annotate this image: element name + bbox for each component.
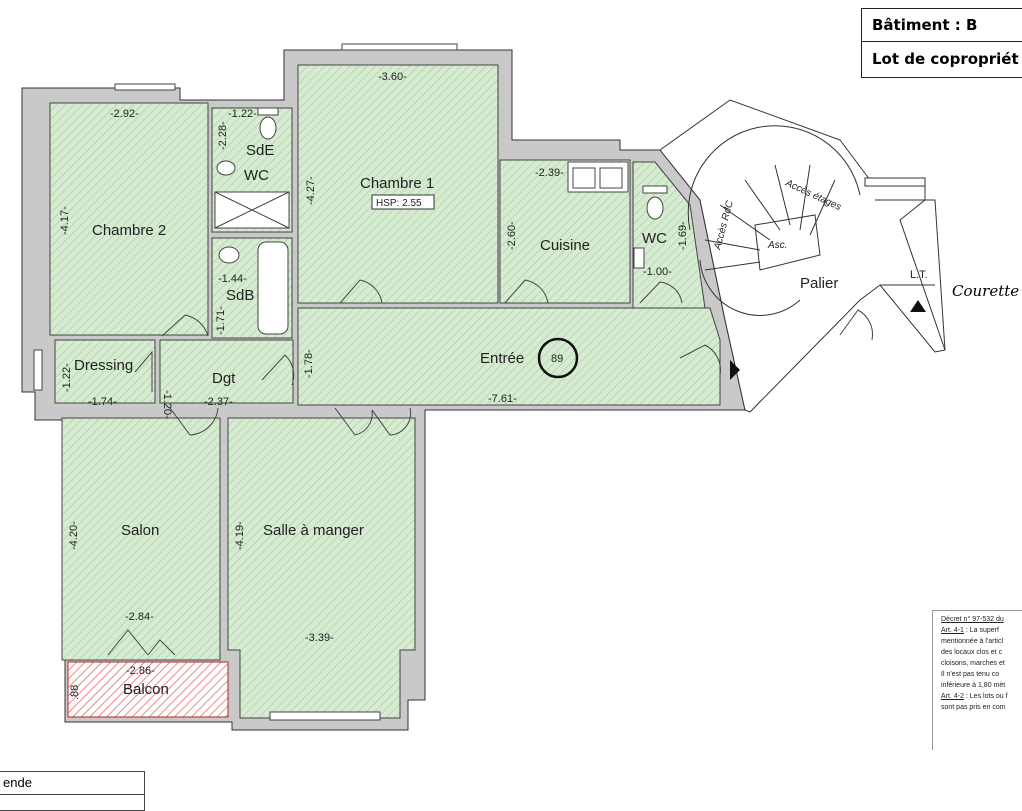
- label-balcon: Balcon: [123, 681, 169, 698]
- dim-label: -1.74-: [88, 396, 117, 408]
- dim-label: -4.19-: [234, 521, 246, 550]
- dim-label: -2.84-: [125, 611, 154, 623]
- room-dgt: [159, 339, 294, 404]
- label-entree: Entrée: [480, 350, 524, 367]
- dim-label: -3.60-: [378, 71, 407, 83]
- room-dressing: [54, 339, 156, 404]
- decret-line: Il n'est pas tenu co: [941, 671, 1000, 678]
- lot-label: Lot de copropriét: [872, 50, 1019, 68]
- toilet-icon: [646, 196, 664, 220]
- decret-art-41: Art. 4-1: [941, 627, 964, 634]
- elevator-icon: [754, 214, 821, 271]
- dim-label: -2.60-: [506, 221, 518, 250]
- dim-label: -2.39-: [535, 167, 564, 179]
- dim-label: -1.69-: [677, 221, 689, 250]
- label-lt: L.T.: [910, 269, 928, 281]
- dim-label: -1.22-: [61, 363, 73, 392]
- label-palier: Palier: [800, 275, 838, 292]
- label-dgt: Dgt: [212, 370, 236, 387]
- decret-text: : Les lots ou f: [963, 693, 1008, 700]
- windows: [33, 43, 458, 721]
- room-labels: Chambre 2 SdE WC SdB Chambre 1 HSP: 2.55…: [74, 142, 928, 698]
- label-sdb: SdB: [226, 287, 254, 304]
- label-chambre-1: Chambre 1: [360, 175, 434, 192]
- lot-box: Lot de copropriét: [861, 41, 1022, 78]
- toilet-icon: [259, 116, 277, 140]
- dim-label: -1.20-: [161, 390, 173, 419]
- arrows: [730, 300, 926, 380]
- fixtures: [214, 107, 668, 335]
- label-chambre-2: Chambre 2: [92, 222, 166, 239]
- room-salon: [61, 417, 221, 661]
- stair-zone: [659, 99, 946, 413]
- decret-line: inférieure à 1,80 mèt: [941, 682, 1006, 689]
- room-chambre-2: [49, 102, 209, 336]
- courette-label: Courette: [952, 282, 1020, 300]
- dim-label: -1.78-: [303, 349, 315, 378]
- decret-art-42: Art. 4-2: [941, 693, 964, 700]
- dim-label: -4.20-: [68, 521, 80, 550]
- room-salle-a-manger: [227, 417, 416, 719]
- label-lot-number: 89: [551, 353, 563, 365]
- room-chambre-1: [297, 64, 499, 304]
- batiment-box: Bâtiment : B: [861, 8, 1022, 42]
- decret-line: des locaux clos et c: [941, 649, 1003, 656]
- decret-line: Art. 4-2 : Les lots ou f: [941, 691, 1022, 702]
- decret-line: sont pas pris en com: [941, 704, 1006, 711]
- dim-label: .88: [69, 685, 81, 700]
- legend-title: ende: [0, 772, 144, 795]
- lot-number-circle: [537, 337, 579, 379]
- dim-label: -1.00-: [643, 266, 672, 278]
- dim-label: -3.39-: [305, 632, 334, 644]
- label-wc-1: WC: [244, 167, 269, 184]
- dim-label: -4.17-: [59, 206, 71, 235]
- dimension-labels: -2.92- -4.17- -1.22- -2.28- -1.44- -1.71…: [59, 71, 689, 700]
- doors: [107, 279, 873, 656]
- decret-line: Art. 4-1 : La superf: [941, 625, 1022, 636]
- label-cuisine: Cuisine: [540, 237, 590, 254]
- decret-text: : La superf: [963, 627, 999, 634]
- dim-label: -4.27-: [305, 176, 317, 205]
- decret-line: cloisons, marches et: [941, 660, 1005, 667]
- room-balcon: [67, 661, 229, 718]
- decret-line: mentionnée à l'articl: [941, 638, 1004, 645]
- label-wc-2: WC: [642, 230, 667, 247]
- legend-box: ende: [0, 771, 145, 811]
- sink-icon: [216, 160, 236, 176]
- arrow-icon: [730, 360, 740, 380]
- label-salle-a-manger: Salle à manger: [263, 522, 364, 539]
- decret-title: Décret n° 97-532 du: [941, 616, 1004, 623]
- decret-note: Décret n° 97-532 du Art. 4-1 : La superf…: [932, 610, 1022, 750]
- dim-label: -1.44-: [218, 273, 247, 285]
- label-asc: Asc.: [767, 240, 787, 251]
- label-sde: SdE: [246, 142, 274, 159]
- dim-label: -2.37-: [204, 396, 233, 408]
- dim-label: -2.28-: [217, 121, 229, 150]
- dim-label: -2.86-: [126, 665, 155, 677]
- label-hsp: HSP: 2.55: [376, 198, 422, 209]
- dim-label: -1.22-: [228, 108, 257, 120]
- dim-label: -1.71-: [215, 306, 227, 335]
- label-salon: Salon: [121, 522, 159, 539]
- batiment-label: Bâtiment : B: [872, 16, 978, 34]
- bathtub-icon: [257, 241, 289, 335]
- label-dressing: Dressing: [74, 357, 133, 374]
- dim-label: -7.61-: [488, 393, 517, 405]
- dim-label: -2.92-: [110, 108, 139, 120]
- arrow-icon: [910, 300, 926, 312]
